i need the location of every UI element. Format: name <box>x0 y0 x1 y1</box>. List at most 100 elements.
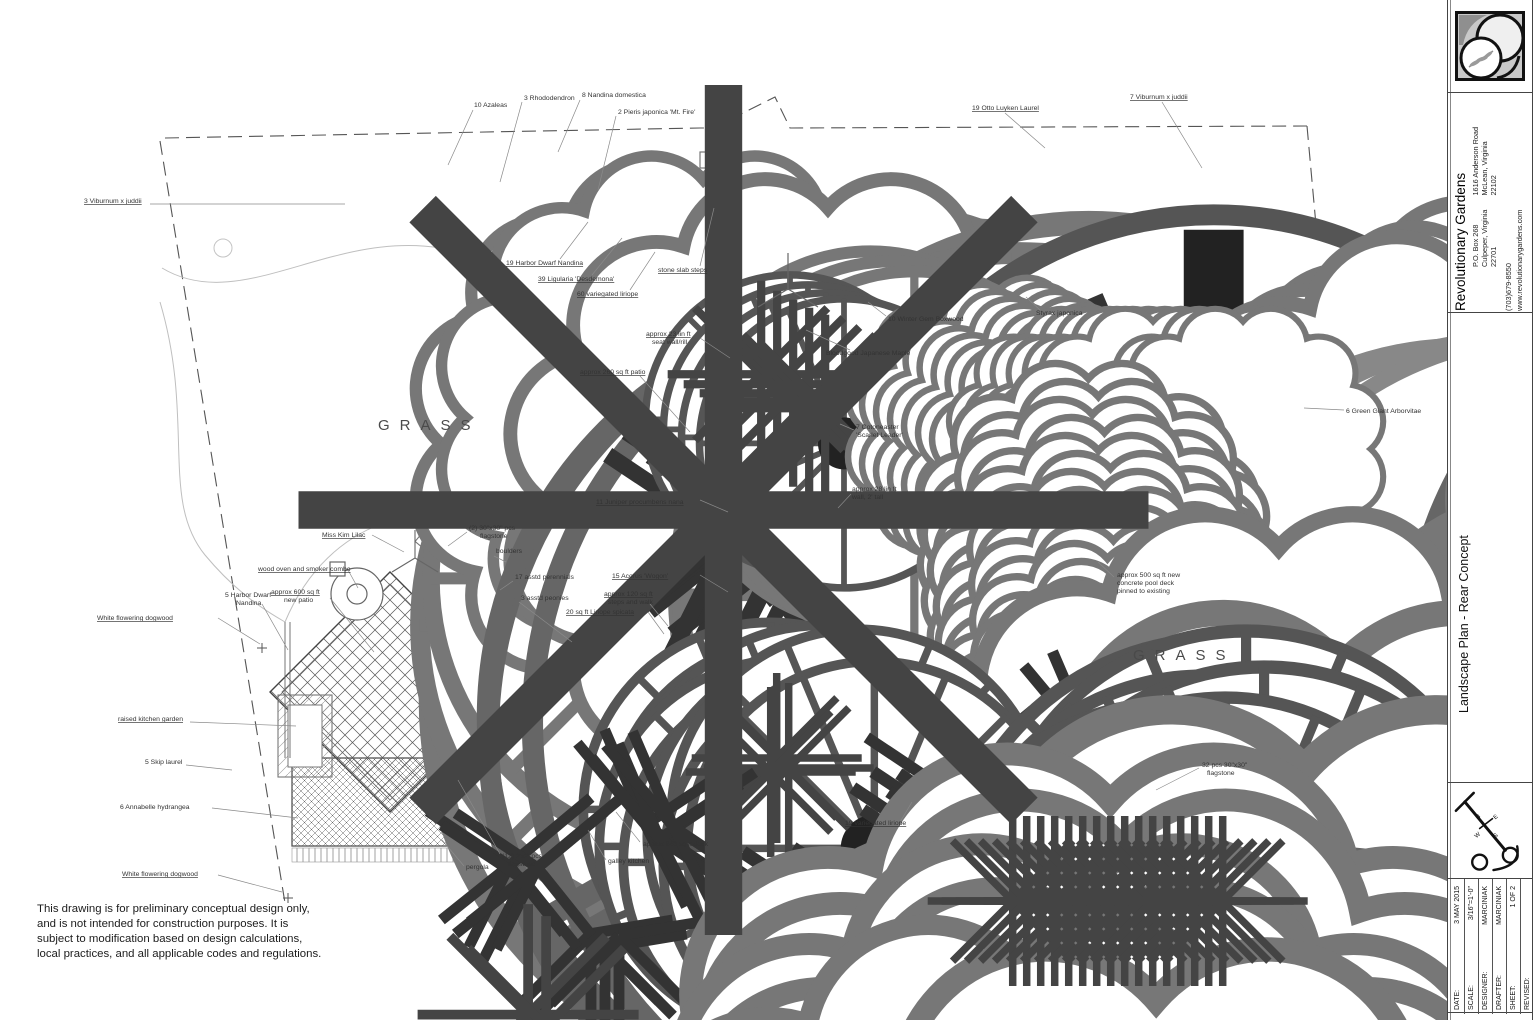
grass-label-left: GRASS <box>378 417 481 434</box>
label-harbor5-1: 5 Harbor Dwarf <box>225 592 271 599</box>
address-line: 22701 <box>1489 246 1499 267</box>
label-ligularia: 39 Ligularia 'Desdemona' <box>538 276 614 283</box>
label-arborvitae: 6 Green Giant Arborvitae <box>1346 408 1421 415</box>
label-azaleas: 10 Azaleas <box>474 102 508 109</box>
disclaimer-line: local practices, and all applicable code… <box>37 948 322 961</box>
address-line: 1616 Anderson Road <box>1471 126 1480 196</box>
label-pooldeck-1: approx 500 sq ft new <box>1117 572 1180 579</box>
label-styrax: Styrax japonica <box>1036 310 1083 317</box>
label-peonies: 3 asstd peonies <box>521 595 569 602</box>
label-wall28-1: approx 28 lin ft <box>852 486 897 493</box>
field-date: DATE: 3 MAY 2015 <box>1451 879 1465 1014</box>
label-pergola: pergola <box>466 864 489 871</box>
label-seat-wall-1: approx 23 lin ft <box>646 331 691 338</box>
compass-s: S <box>1493 833 1500 840</box>
field-label: DESIGNER: <box>1482 971 1489 1010</box>
field-designer: DESIGNER: MARCINIAK <box>1479 879 1493 1014</box>
field-value: MARCINIAK <box>1482 886 1489 925</box>
label-dogwood-top: White flowering dogwood <box>97 615 173 622</box>
label-liriope-60: 60 variegated liriope <box>577 291 638 298</box>
label-harbor-dwarf-19: 19 Harbor Dwarf Nandina <box>506 260 583 267</box>
property-boundary <box>159 96 1353 904</box>
label-steps120-1: approx 120 sq ft <box>604 591 653 598</box>
label-juniper: 11 Juniper procumbens nana <box>596 499 684 506</box>
label-patio-260: approx 260 sq ft patio <box>580 369 646 376</box>
logo-section <box>1448 0 1532 92</box>
field-label: DRAFTER: <box>1496 975 1503 1010</box>
wood-oven <box>329 561 384 621</box>
label-liriope-20: 20 sq ft Liriope spicata <box>566 609 634 616</box>
label-steps120-2: steps and walk <box>608 599 654 606</box>
label-wood-oven: wood oven and smoker combo <box>257 566 351 573</box>
north-arrow-section: N E W S <box>1448 782 1532 878</box>
address-line: P.O. Box 268 <box>1471 224 1480 267</box>
label-dogwood-bottom: White flowering dogwood <box>122 871 198 878</box>
label-maple: Bloodgood Japanese Maple <box>826 350 910 357</box>
label-boulders: boulders <box>496 548 523 555</box>
company-contact: (703)679-8550 www.revolutionarygardens.c… <box>1504 93 1524 311</box>
sheet-title: Landscape Plan - Rear Concept <box>1457 535 1471 713</box>
field-value: 3/16"=1'-0" <box>1468 886 1475 921</box>
label-lilac: Miss Kim Lilac <box>322 532 366 539</box>
label-harbor5-2: Nandina <box>236 600 262 607</box>
label-rhododendron: 3 Rhododendron <box>524 95 575 102</box>
label-pooldeck-3: pinned to existing <box>1117 588 1170 595</box>
label-pieris: 2 Pieris japonica 'Mt. Fire' <box>618 109 695 116</box>
label-boxwood: 10 Winter Gem Boxwood <box>888 316 964 323</box>
compass-w: W <box>1474 831 1482 839</box>
disclaimer-line: This drawing is for preliminary conceptu… <box>37 903 310 915</box>
field-revised: REVISED: <box>1521 879 1534 1014</box>
field-value: 1 OF 2 <box>1510 886 1517 908</box>
label-skip-laurel: 5 Skip laurel <box>145 759 183 766</box>
field-value: MARCINIAK <box>1496 886 1503 925</box>
label-stone-steps: stone slab steps <box>658 267 708 274</box>
grass-label-right: GRASS <box>1133 647 1236 664</box>
address-line: Culpeper, Virginia <box>1480 209 1490 267</box>
label-liriope-19: 19 variegated liriope <box>845 820 906 827</box>
disclaimer-line: subject to modification based on design … <box>37 933 303 946</box>
label-flagstone12-1: (12) 2'x2' pcs <box>502 853 543 860</box>
label-perennials: 17 asstd perennials <box>515 574 575 581</box>
title-block: Revolutionary Gardens P.O. Box 268 Culpe… <box>1447 0 1533 1020</box>
label-cotoneaster-2: 'Scarlet Leader' <box>856 432 903 439</box>
label-flagstone2-2: flagstone <box>480 533 508 540</box>
label-deck840: approx 840 sq ft deck <box>643 841 709 848</box>
field-drafter: DRAFTER: MARCINIAK <box>1493 879 1507 1014</box>
label-acorus: 15 Acorus 'Wogon' <box>612 573 668 580</box>
field-sheet: SHEET: 1 OF 2 <box>1507 879 1521 1014</box>
field-value: 3 MAY 2015 <box>1454 886 1461 924</box>
raised-kitchen-garden <box>277 694 333 778</box>
label-flagstone32-2: flagstone <box>1207 770 1235 777</box>
address-office: 1616 Anderson Road McLean, Virginia 2210… <box>1471 127 1498 196</box>
label-seat-wall-2: seat wall/rill <box>652 339 688 346</box>
address-po: P.O. Box 268 Culpeper, Virginia 22701 <box>1471 210 1498 267</box>
field-scale: SCALE: 3/16"=1'-0" <box>1465 879 1479 1014</box>
fields-section: DATE: 3 MAY 2015 SCALE: 3/16"=1'-0" DESI… <box>1448 878 1534 1014</box>
disclaimer-line: and is not intended for construction pur… <box>37 918 289 931</box>
address-line: McLean, Virginia <box>1480 141 1490 196</box>
label-otto-luyken: 19 Otto Luyken Laurel <box>972 105 1039 112</box>
company-name: Revolutionary Gardens <box>1453 172 1468 311</box>
label-galley: galley kitchen <box>608 858 649 865</box>
compass-n: N <box>1475 814 1482 821</box>
company-phone: (703)679-8550 <box>1504 263 1514 311</box>
label-wall28-2: wall, 2' tall <box>851 494 884 501</box>
leaf-sprig-icon <box>1468 50 1494 68</box>
label-nandina-domestica: 8 Nandina domestica <box>582 92 646 99</box>
field-label: DATE: <box>1454 989 1461 1010</box>
plantings <box>257 83 1447 1020</box>
company-website: www.revolutionarygardens.com <box>1514 209 1524 311</box>
label-cotoneaster-1: 7 Cotoneaster <box>856 424 899 431</box>
north-arrow: N E W S <box>1454 791 1519 872</box>
label-patio600-1: approx 600 sq ft <box>271 589 320 596</box>
leader-lines <box>150 99 1345 893</box>
field-label: SHEET: <box>1510 985 1517 1010</box>
label-kitchen-garden: raised kitchen garden <box>118 716 183 723</box>
disclaimer-note: This drawing is for preliminary conceptu… <box>37 902 321 963</box>
label-viburnum-left: 3 Viburnum x juddii <box>84 198 142 205</box>
company-logo <box>1455 11 1525 81</box>
field-label: REVISED: <box>1524 977 1531 1010</box>
label-patio600-2: new patio <box>284 597 313 604</box>
label-viburnum-right: 7 Viburnum x juddii <box>1130 94 1188 101</box>
annotations: 3 Viburnum x juddii 10 Azaleas 3 Rhodode… <box>84 92 1421 878</box>
